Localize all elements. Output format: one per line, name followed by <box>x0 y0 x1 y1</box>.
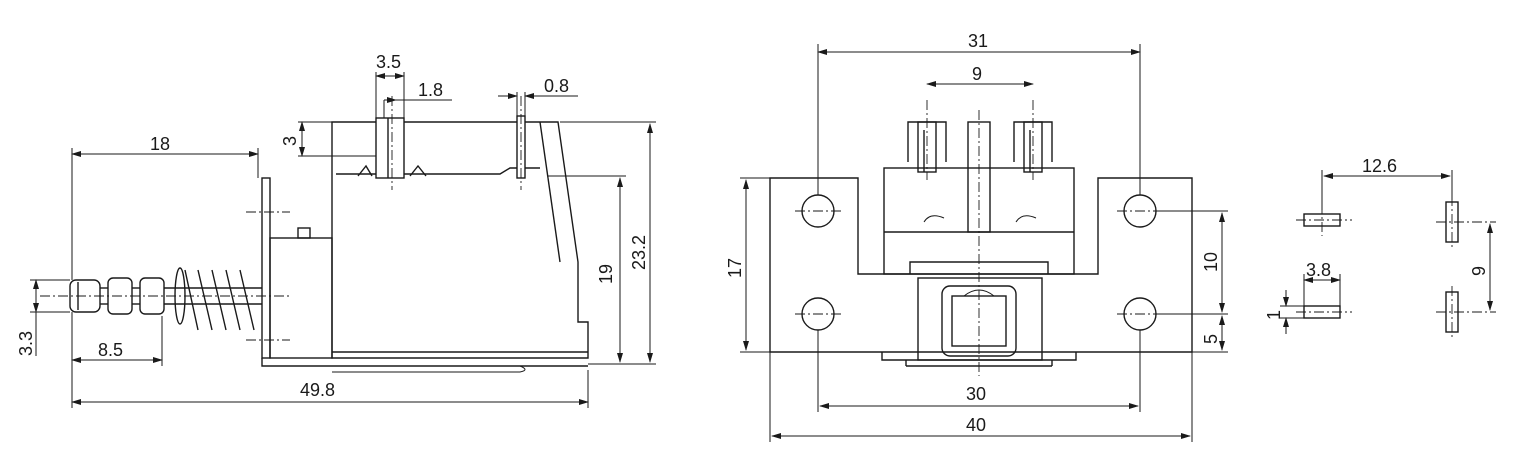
pin-layout-view: 12.6 9 3.8 1 <box>1264 156 1496 338</box>
dim-12-6: 12.6 <box>1362 156 1397 176</box>
dim-9-terminal: 9 <box>972 64 982 84</box>
dim-10: 10 <box>1201 252 1221 272</box>
dim-19: 19 <box>596 264 616 284</box>
dim-5: 5 <box>1201 334 1221 344</box>
side-view: 3.5 1.8 0.8 3 18 23.2 19 <box>16 52 656 408</box>
dim-30: 30 <box>966 384 986 404</box>
dim-3-5: 3.5 <box>376 52 401 72</box>
front-collar <box>269 237 333 359</box>
dim-1-8: 1.8 <box>418 80 443 100</box>
dim-49-8: 49.8 <box>300 380 335 400</box>
dim-9-pin: 9 <box>1469 266 1489 276</box>
terminal-left <box>907 121 947 173</box>
spring <box>174 267 255 331</box>
mounting-flange <box>261 177 271 359</box>
dim-31: 31 <box>968 31 988 51</box>
dim-1: 1 <box>1264 310 1284 320</box>
mounting-plate <box>769 177 1193 353</box>
switch-body-outline <box>331 121 589 359</box>
dim-0-8: 0.8 <box>544 76 569 96</box>
dim-40: 40 <box>966 415 986 435</box>
push-button <box>69 277 262 315</box>
dim-3-3: 3.3 <box>16 331 36 356</box>
dim-23-2: 23.2 <box>629 235 649 270</box>
front-view: 31 9 17 10 5 30 40 <box>725 31 1228 442</box>
actuator-stem <box>375 117 405 179</box>
terminal-right <box>1013 121 1053 173</box>
dim-8-5: 8.5 <box>98 340 123 360</box>
collar-key <box>297 227 311 239</box>
dim-18: 18 <box>150 134 170 154</box>
dim-17: 17 <box>725 258 745 278</box>
dim-3: 3 <box>280 136 300 146</box>
dim-3-8: 3.8 <box>1306 260 1331 280</box>
